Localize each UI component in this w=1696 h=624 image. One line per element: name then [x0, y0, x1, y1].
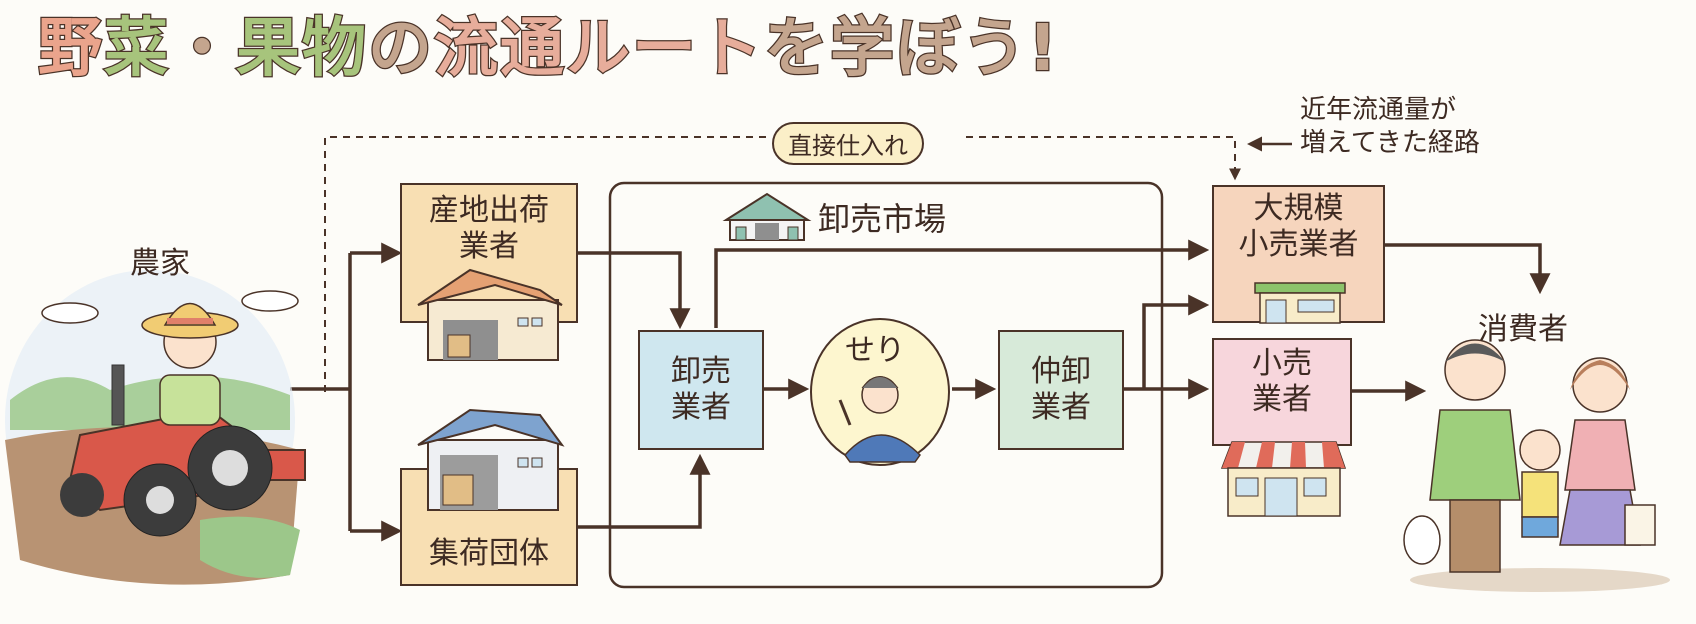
- arrow-collection-to-wholesaler: [578, 453, 711, 529]
- farmer-on-tractor-illustration: [5, 270, 306, 585]
- title-part: 果物: [235, 12, 368, 86]
- direct-purchase-label: 直接仕入れ: [772, 122, 924, 165]
- farmer-trunk-line: [290, 253, 352, 531]
- auctioneer-icon: [838, 376, 921, 463]
- wholesale-market-label: 卸売市場: [818, 200, 947, 238]
- arrow-origin-to-wholesaler: [578, 251, 691, 330]
- awning-shop-icon: [1220, 441, 1347, 517]
- supermarket-icon: [1254, 282, 1346, 324]
- market-building-icon: [722, 192, 812, 241]
- intermediate-wholesaler-label: 仲卸 業者: [1031, 354, 1091, 425]
- title-part: 野: [37, 12, 104, 86]
- consumer-label: 消費者: [1478, 312, 1568, 347]
- title-part: 学ぼう!: [829, 12, 1060, 86]
- recent-growth-note: 近年流通量が 増えてきた経路: [1300, 95, 1480, 159]
- arrow-large-retailer-to-consumer: [1385, 243, 1551, 295]
- arrow-intermediate-to-large-retailer: [1142, 294, 1210, 389]
- orange-roof-warehouse-icon: [417, 268, 563, 361]
- wholesaler-label: 卸売 業者: [671, 354, 731, 425]
- title-part: 菜: [103, 12, 170, 86]
- title-part: の: [367, 12, 434, 86]
- arrow-wholesaler-to-large-retailer: [714, 239, 1210, 328]
- intermediate-wholesaler-box: 仲卸 業者: [998, 330, 1124, 450]
- title-part: を: [763, 12, 830, 86]
- farmer-label: 農家: [130, 246, 190, 281]
- direct-purchase-path: [324, 136, 1235, 392]
- family-illustration: [1403, 339, 1670, 592]
- auction-label: せり: [845, 333, 905, 368]
- wholesaler-box: 卸売 業者: [638, 330, 764, 450]
- title-part: ・: [169, 12, 236, 86]
- blue-roof-warehouse-icon: [417, 408, 565, 511]
- page-title: 野菜・果物の流通ルートを学ぼう!: [37, 12, 1060, 86]
- wholesale-market-frame: [608, 181, 1164, 589]
- title-part: 流通ルート: [433, 12, 764, 86]
